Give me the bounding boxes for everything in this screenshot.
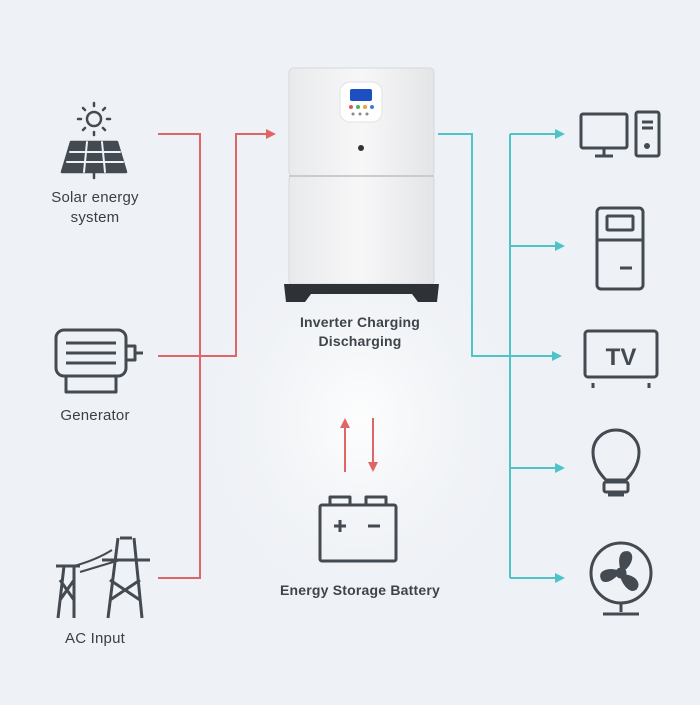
sun-icon [76,101,112,137]
background-glow [180,200,540,640]
cabinet-base [284,284,439,302]
tv-text: TV [606,344,637,371]
inverter-cabinet [284,67,439,302]
button-dot [351,112,355,116]
battery-icon [318,495,398,563]
inverter-output-line [438,133,562,361]
input-lines [158,129,378,579]
display-panel [339,81,383,123]
battery-module-unit [288,175,435,285]
output-lines [438,129,565,583]
refrigerator-icon [595,206,645,291]
button-dot [365,112,369,116]
battery-label: Energy Storage Battery [279,582,440,598]
light-bulb-icon [591,428,641,497]
led-red [349,105,353,109]
led-blue [370,105,374,109]
computer-icon [579,110,661,158]
solar-label: Solar energy system [30,188,160,228]
led-orange [363,105,367,109]
ac-input-label: AC Input [65,630,125,647]
generator-label: Generator [60,407,130,424]
inverter-label-line2: Discharging [318,333,402,349]
power-tower-icon [56,536,150,619]
solar-label-line2: system [70,209,120,226]
power-switch [358,145,364,151]
fan-icon [589,541,653,616]
feed-to-inverter-line [158,129,276,357]
inverter-label: Inverter Charging Discharging [270,313,450,351]
button-dot [358,112,362,116]
tv-icon: TV [583,329,659,388]
inverter-label-line1: Inverter Charging [299,314,421,330]
solar-icon-group [60,101,128,180]
generator-icon [54,328,143,394]
lcd-screen [350,89,372,101]
solar-label-line1: Solar energy [51,189,139,206]
led-green [356,105,360,109]
solar-panel-icon [60,140,128,180]
